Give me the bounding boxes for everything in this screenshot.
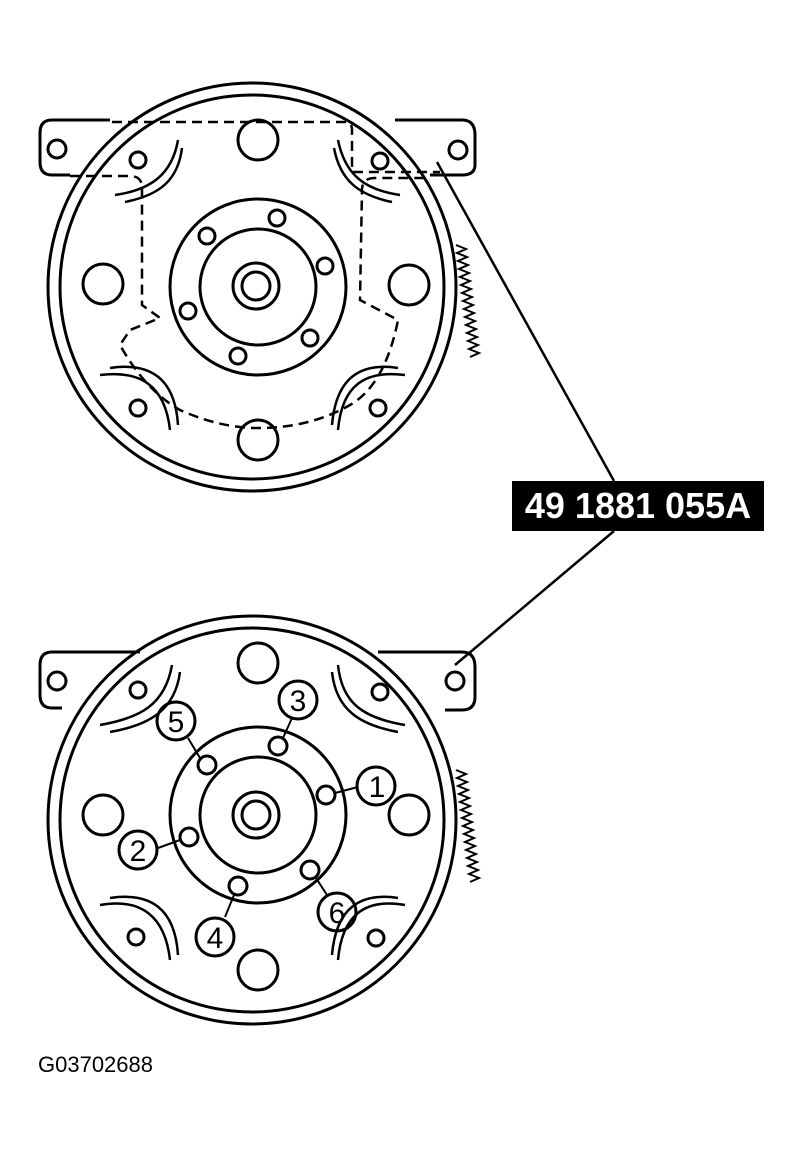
bottom-small-hole bbox=[126, 927, 146, 947]
sequence-label-4: 4 bbox=[207, 922, 224, 955]
bolt-leader-1 bbox=[334, 786, 359, 794]
sequence-labels: 1 2 3 4 5 6 bbox=[130, 685, 386, 955]
bottom-slot bbox=[99, 895, 180, 961]
top-bolt-hole bbox=[197, 226, 217, 246]
bottom-hub-bore-inner bbox=[240, 799, 272, 831]
top-bolt-hole bbox=[178, 301, 198, 321]
top-ring-gear-teeth bbox=[454, 244, 482, 358]
top-slot bbox=[330, 365, 406, 431]
bottom-small-hole bbox=[366, 928, 386, 948]
top-bolt-hole bbox=[228, 346, 248, 366]
top-small-hole bbox=[370, 151, 390, 171]
sequence-badge-1 bbox=[355, 765, 397, 807]
sequence-badge-3 bbox=[277, 679, 319, 721]
top-tool-outline bbox=[70, 120, 440, 430]
bottom-outer-ring bbox=[46, 614, 458, 1026]
sequence-label-6: 6 bbox=[329, 897, 346, 930]
top-outer-ring bbox=[46, 81, 458, 493]
leader-line-bottom bbox=[454, 530, 615, 666]
top-hub-bore-inner bbox=[240, 270, 272, 302]
special-tool-callout: 49 1881 055A bbox=[512, 481, 764, 531]
bolt-leader-5 bbox=[187, 737, 201, 759]
top-small-hole bbox=[128, 150, 148, 170]
sequence-label-3: 3 bbox=[290, 685, 307, 718]
bottom-small-hole bbox=[128, 680, 148, 700]
top-mounting-bracket bbox=[38, 118, 477, 177]
top-slot bbox=[332, 139, 401, 204]
bolt-5 bbox=[196, 754, 218, 776]
top-bolt-hole bbox=[315, 256, 335, 276]
bottom-large-hole-bottom bbox=[236, 948, 280, 992]
bottom-bracket-hole-right bbox=[444, 670, 466, 692]
bottom-large-hole-top bbox=[236, 641, 280, 685]
bottom-slot bbox=[330, 895, 406, 961]
bolt-4 bbox=[227, 875, 249, 897]
top-slot bbox=[99, 365, 180, 431]
bottom-slot bbox=[330, 664, 406, 734]
bottom-hub-inner bbox=[198, 755, 318, 875]
figure-id: G03702688 bbox=[38, 1052, 153, 1077]
bottom-mounting-bracket bbox=[38, 650, 477, 712]
sequence-badge-6 bbox=[316, 891, 358, 933]
sequence-badge-2 bbox=[117, 829, 159, 871]
sequence-label-2: 2 bbox=[130, 835, 147, 868]
top-inner-ring bbox=[58, 93, 446, 481]
top-hub-bore-outer bbox=[231, 261, 281, 311]
bottom-hub-flange bbox=[168, 725, 348, 905]
bottom-small-hole bbox=[370, 682, 390, 702]
top-bracket-hole-left bbox=[46, 138, 68, 160]
bottom-ring-gear-teeth bbox=[454, 769, 482, 883]
top-bolt-hole bbox=[300, 328, 320, 348]
top-small-hole bbox=[368, 398, 388, 418]
top-slot bbox=[114, 139, 184, 204]
bottom-large-hole-right bbox=[387, 793, 431, 837]
bottom-hub-bore-outer bbox=[231, 790, 281, 840]
bolt-leader-2 bbox=[157, 839, 181, 849]
top-large-hole-bottom bbox=[236, 418, 280, 462]
bolt-6 bbox=[299, 859, 321, 881]
sequence-label-1: 1 bbox=[369, 771, 386, 804]
bolt-leader-3 bbox=[282, 717, 293, 739]
top-large-hole-right bbox=[387, 263, 431, 307]
bolt-3 bbox=[267, 735, 289, 757]
leader-line-top bbox=[435, 161, 616, 482]
bolt-leader-4 bbox=[224, 894, 235, 918]
bolt-1 bbox=[315, 784, 337, 806]
top-large-hole-top bbox=[236, 118, 280, 162]
bottom-flywheel-assembly bbox=[38, 614, 482, 1026]
sequence-label-5: 5 bbox=[168, 706, 185, 739]
bottom-bracket-hole-left bbox=[46, 670, 68, 692]
top-small-hole bbox=[128, 398, 148, 418]
top-hub-inner bbox=[198, 227, 318, 347]
bottom-inner-ring bbox=[58, 626, 446, 1014]
top-flywheel-assembly bbox=[38, 81, 482, 493]
top-hub-flange bbox=[168, 197, 348, 377]
top-bolt-hole bbox=[267, 208, 287, 228]
bolt-leader-6 bbox=[315, 877, 328, 896]
sequence-badge-5 bbox=[155, 700, 197, 742]
top-large-hole-left bbox=[81, 262, 125, 306]
bolt-2 bbox=[178, 826, 200, 848]
top-bracket-hole-right bbox=[447, 139, 469, 161]
bottom-large-hole-left bbox=[81, 793, 125, 837]
sequence-badge-4 bbox=[194, 916, 236, 958]
